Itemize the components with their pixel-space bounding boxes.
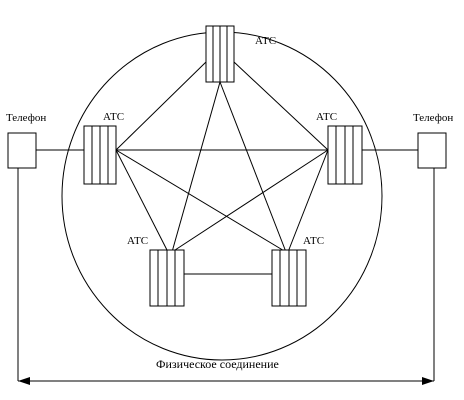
link-top-right [233, 61, 329, 151]
physical-connection-label: Физическое соединение [156, 357, 279, 371]
exchange-label-bottom-left: АТС [127, 235, 148, 247]
exchange-left [83, 125, 117, 185]
exchange-label-right: АТС [316, 111, 337, 123]
exchange-bottom-right [271, 249, 307, 307]
link-left-top [115, 61, 207, 151]
arrow-left-icon [18, 377, 30, 385]
arrow-right-icon [422, 377, 434, 385]
link-bottomleft-left [115, 149, 169, 253]
link-right-bottomleft [171, 149, 329, 253]
exchange-label-top: АТС [255, 35, 276, 47]
phone-right [417, 132, 447, 169]
phone-left [7, 132, 37, 169]
exchange-bottom-left [149, 249, 185, 307]
exchange-top [205, 25, 235, 83]
exchange-label-left: АТС [103, 111, 124, 123]
exchange-right [327, 125, 363, 185]
link-top-bottomright [219, 81, 287, 253]
exchange-label-bottom-right: АТС [303, 235, 324, 247]
phone-label-right: Телефон [413, 112, 453, 124]
exchange-mesh-links [115, 61, 329, 275]
link-left-bottomright [115, 149, 287, 253]
physical-connection-wires [17, 168, 435, 385]
link-top-bottomleft [171, 81, 221, 253]
link-right-bottomright [287, 149, 329, 253]
phone-label-left: Телефон [6, 112, 46, 124]
